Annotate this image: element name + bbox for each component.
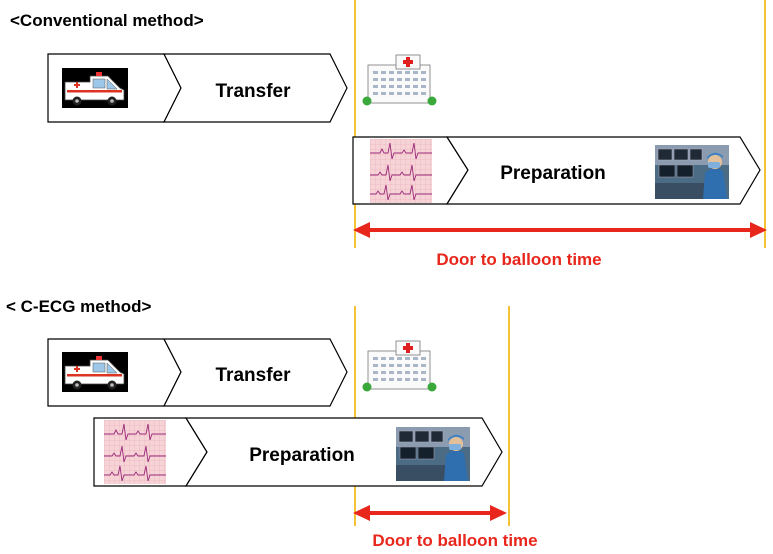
cath-lab-photo-icon [654, 144, 730, 200]
cecg-method-title: < C-ECG method> [6, 297, 152, 316]
hospital-icon [362, 340, 437, 392]
cath-lab-photo-icon [395, 426, 471, 482]
ambulance-icon [61, 351, 129, 393]
ecg-strip-icon [103, 419, 167, 485]
conventional-preparation-label: Preparation [500, 163, 606, 184]
conventional-door-to-balloon-arrow [353, 222, 767, 238]
conventional-transfer-label: Transfer [216, 81, 292, 102]
cecg-door-to-balloon-label: Door to balloon time [372, 531, 537, 550]
cecg-transfer-label: Transfer [216, 365, 292, 386]
conventional-method-title: <Conventional method> [10, 11, 204, 30]
cecg-preparation-label: Preparation [249, 445, 355, 466]
conventional-door-to-balloon-label: Door to balloon time [436, 250, 601, 269]
ecg-strip-icon [369, 138, 433, 204]
ambulance-icon [61, 67, 129, 109]
hospital-icon [362, 54, 437, 106]
cecg-door-to-balloon-arrow [353, 505, 507, 521]
